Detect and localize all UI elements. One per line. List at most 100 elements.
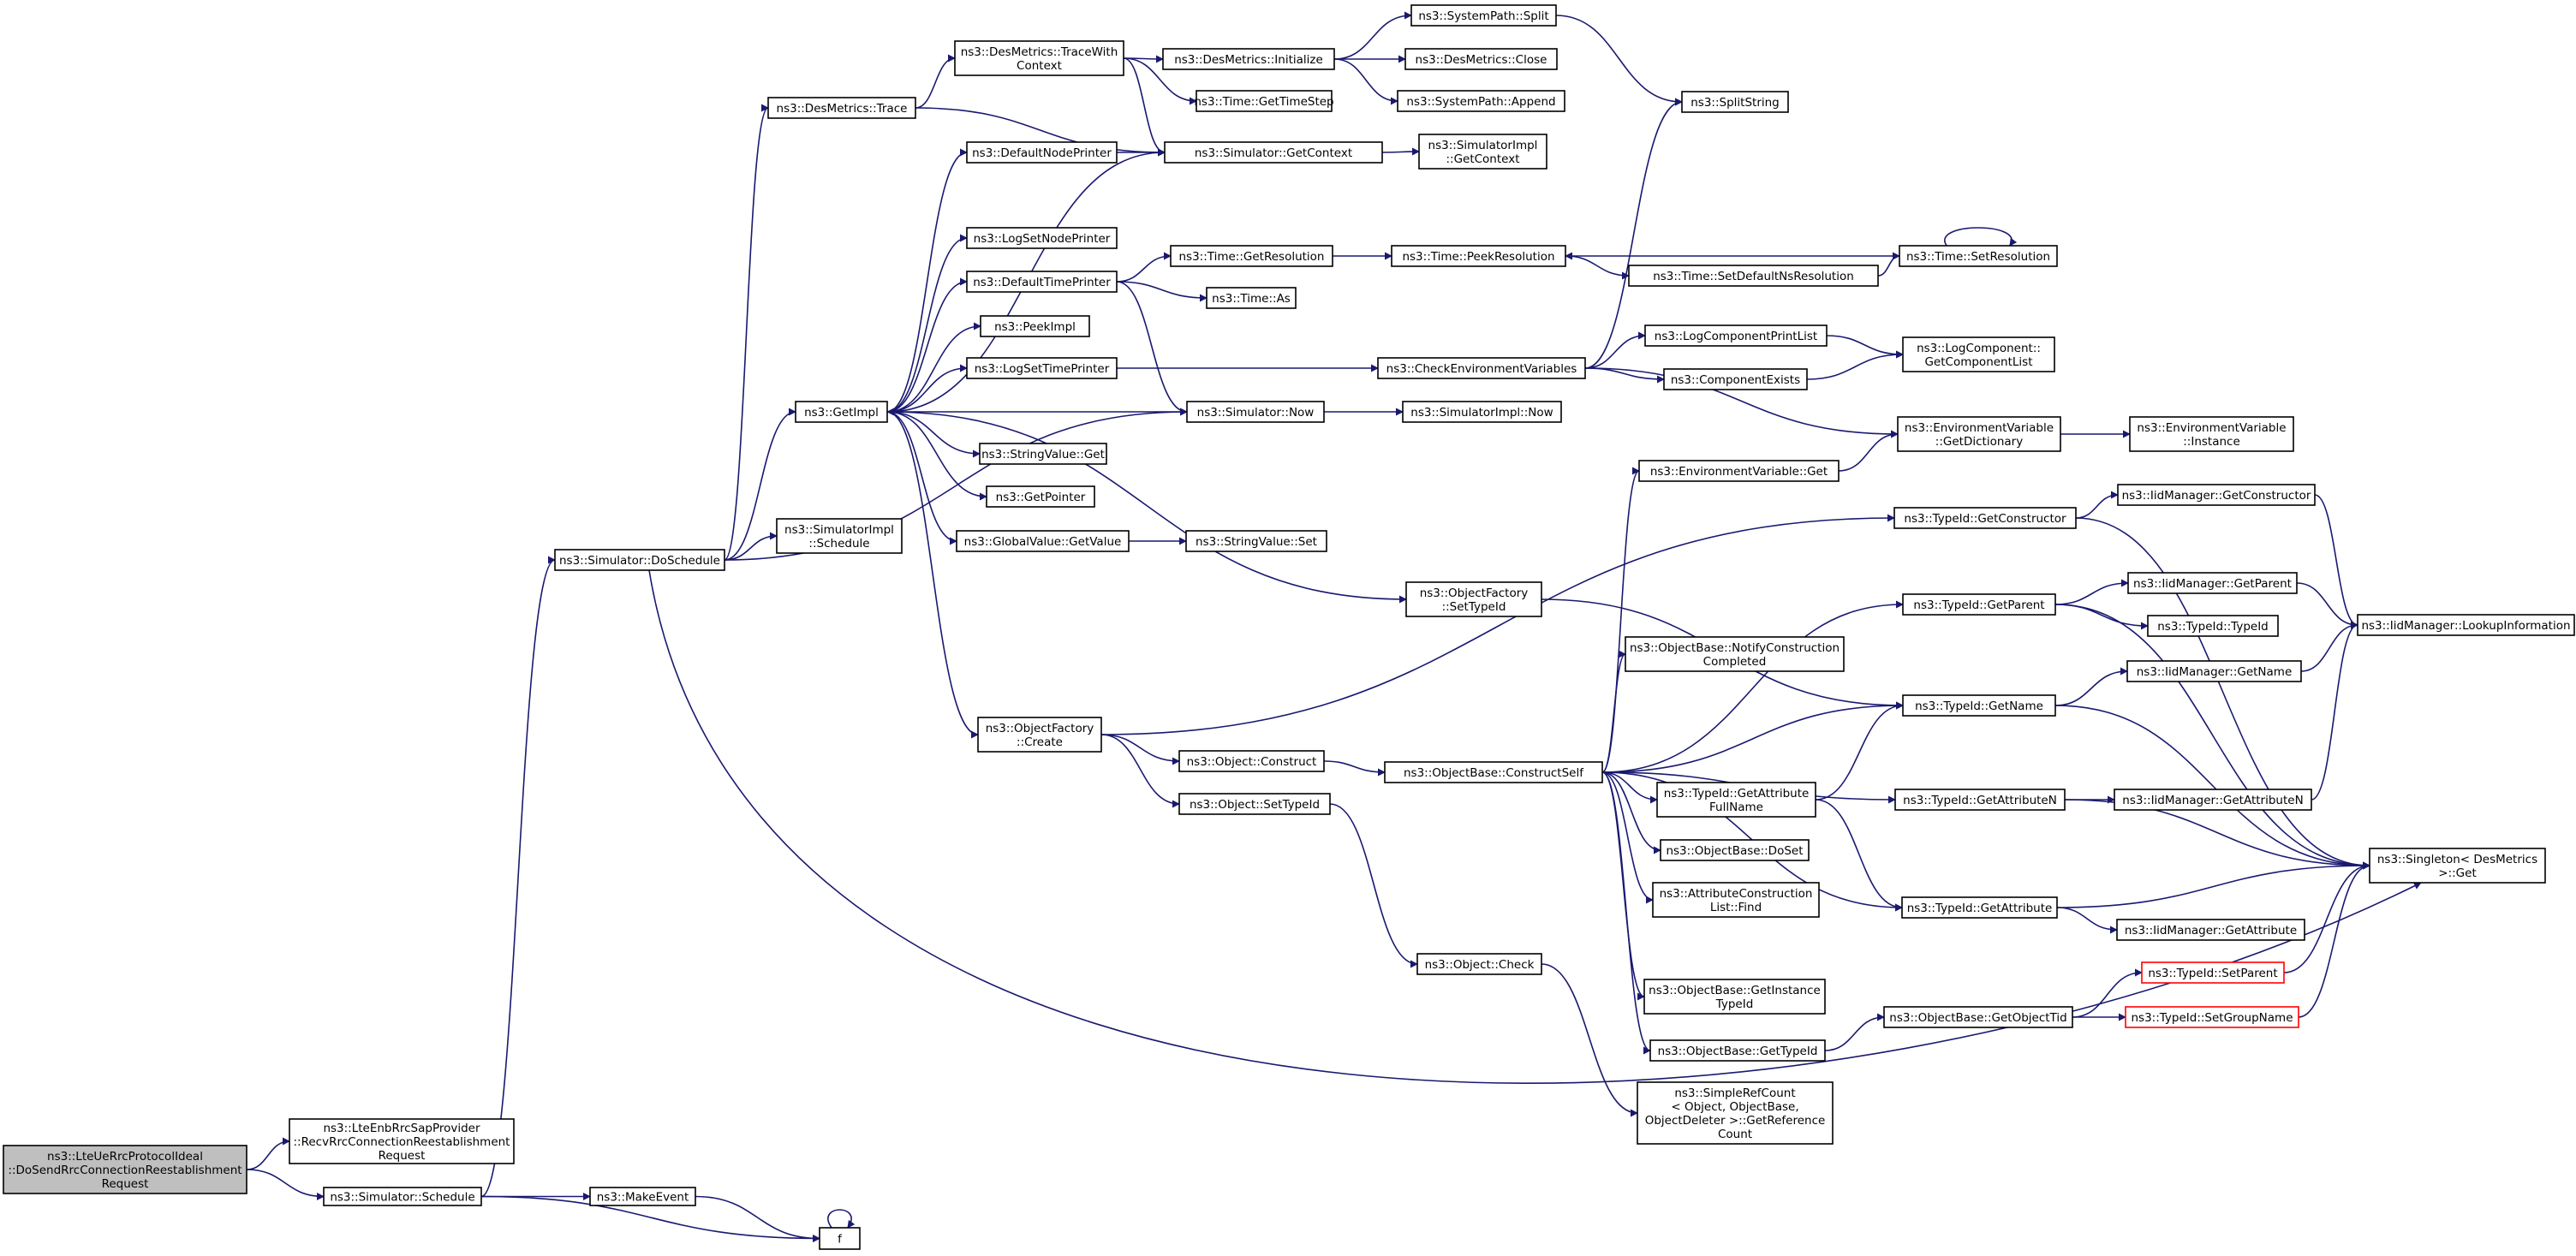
function-node-env-var-instance[interactable]: ns3::EnvironmentVariable::Instance — [2129, 416, 2294, 452]
function-node-check-env-vars[interactable]: ns3::CheckEnvironmentVariables — [1377, 357, 1586, 379]
node-box — [1625, 636, 1845, 672]
function-node-iid-get-constructor[interactable]: ns3::IidManager::GetConstructor — [2117, 484, 2316, 506]
function-node-iid-lookup-information[interactable]: ns3::IidManager::LookupInformation — [2357, 614, 2575, 636]
call-edge — [480, 1195, 820, 1242]
function-node-env-var-get[interactable]: ns3::EnvironmentVariable::Get — [1638, 460, 1840, 482]
node-label: ns3::StringValue::Get — [981, 448, 1105, 461]
function-node-log-set-node-printer[interactable]: ns3::LogSetNodePrinter — [966, 227, 1118, 249]
function-node-object-factory-create[interactable]: ns3::ObjectFactory::Create — [977, 717, 1102, 753]
function-node-object-construct[interactable]: ns3::Object::Construct — [1178, 750, 1325, 772]
function-node-sim-impl-get-context[interactable]: ns3::SimulatorImpl::GetContext — [1418, 134, 1547, 170]
function-node-simple-ref-count[interactable]: ns3::SimpleRefCount< Object, ObjectBase,… — [1637, 1081, 1834, 1145]
call-edge — [1824, 1013, 1885, 1051]
function-node-time-get-resolution[interactable]: ns3::Time::GetResolution — [1170, 245, 1333, 267]
node-box — [2357, 614, 2575, 636]
function-node-type-id-get-attribute[interactable]: ns3::TypeId::GetAttribute — [1901, 896, 2058, 919]
call-edge — [2054, 579, 2129, 605]
function-node-global-value-get-value[interactable]: ns3::GlobalValue::GetValue — [956, 530, 1130, 552]
function-node-type-id-type-id[interactable]: ns3::TypeId::TypeId — [2147, 615, 2279, 637]
function-node-root[interactable]: ns3::LteUeRrcProtocolIdeal::DoSendRrcCon… — [3, 1145, 247, 1194]
node-box — [323, 1187, 482, 1206]
function-node-time-set-resolution[interactable]: ns3::Time::SetResolution — [1899, 245, 2058, 267]
function-node-sim-impl-now[interactable]: ns3::SimulatorImpl::Now — [1402, 401, 1562, 423]
function-node-type-id-set-group-name[interactable]: ns3::TypeId::SetGroupName — [2125, 1006, 2299, 1028]
call-edge — [886, 411, 1407, 604]
function-node-make-event[interactable]: ns3::MakeEvent — [589, 1187, 696, 1206]
function-node-type-id-get-name[interactable]: ns3::TypeId::GetName — [1902, 694, 2056, 717]
function-node-sim-get-context[interactable]: ns3::Simulator::GetContext — [1164, 141, 1383, 164]
function-node-f[interactable]: f — [819, 1227, 861, 1250]
node-box — [986, 485, 1095, 508]
function-node-log-component-print-list[interactable]: ns3::LogComponentPrintList — [1644, 324, 1828, 347]
function-node-do-schedule[interactable]: ns3::Simulator::DoSchedule — [554, 549, 725, 571]
call-edge — [695, 1195, 820, 1242]
function-node-type-id-get-constructor[interactable]: ns3::TypeId::GetConstructor — [1893, 507, 2077, 529]
function-node-type-id-get-attribute-n[interactable]: ns3::TypeId::GetAttributeN — [1894, 789, 2066, 811]
function-node-object-base-get-type-id[interactable]: ns3::ObjectBase::GetTypeId — [1649, 1039, 1826, 1062]
function-node-type-id-get-parent[interactable]: ns3::TypeId::GetParent — [1902, 593, 2056, 616]
function-node-get-impl[interactable]: ns3::GetImpl — [795, 401, 888, 423]
function-node-construct-self[interactable]: ns3::ObjectBase::ConstructSelf — [1384, 761, 1603, 783]
function-node-object-check[interactable]: ns3::Object::Check — [1416, 953, 1542, 975]
node-label: ns3::LogSetTimePrinter — [975, 362, 1110, 376]
node-label: ns3::SimulatorImpl — [1428, 139, 1538, 152]
function-node-iid-get-attribute[interactable]: ns3::IidManager::GetAttribute — [2116, 919, 2305, 941]
function-node-split-string[interactable]: ns3::SplitString — [1681, 91, 1789, 113]
function-node-peek-impl[interactable]: ns3::PeekImpl — [980, 315, 1090, 337]
node-box — [2147, 615, 2279, 637]
function-node-component-exists[interactable]: ns3::ComponentExists — [1663, 368, 1808, 390]
function-node-log-set-time-printer[interactable]: ns3::LogSetTimePrinter — [966, 357, 1118, 379]
function-node-object-set-type-id[interactable]: ns3::Object::SetTypeId — [1178, 793, 1331, 815]
node-label: ns3::Time::As — [1212, 292, 1291, 306]
function-node-sim-impl-schedule[interactable]: ns3::SimulatorImpl::Schedule — [776, 518, 903, 554]
function-node-iid-get-name[interactable]: ns3::IidManager::GetName — [2126, 660, 2302, 682]
function-node-iid-get-parent[interactable]: ns3::IidManager::GetParent — [2127, 572, 2298, 594]
function-node-des-initialize[interactable]: ns3::DesMetrics::Initialize — [1162, 48, 1335, 70]
function-node-object-factory-set-type-id[interactable]: ns3::ObjectFactory::SetTypeId — [1405, 581, 1542, 617]
node-label: ns3::CheckEnvironmentVariables — [1386, 362, 1577, 376]
function-node-env-var-get-dictionary[interactable]: ns3::EnvironmentVariable::GetDictionary — [1897, 416, 2061, 452]
function-node-type-id-set-parent[interactable]: ns3::TypeId::SetParent — [2141, 961, 2285, 984]
call-edge — [724, 408, 796, 561]
call-edge — [1601, 701, 1904, 773]
function-node-time-get-time-step[interactable]: ns3::Time::GetTimeStep — [1194, 90, 1334, 112]
function-node-sim-schedule[interactable]: ns3::Simulator::Schedule — [323, 1187, 482, 1206]
function-node-singleton-get[interactable]: ns3::Singleton< DesMetrics>::Get — [2369, 848, 2546, 884]
node-box — [1638, 460, 1840, 482]
function-node-string-value-set[interactable]: ns3::StringValue::Set — [1185, 530, 1327, 552]
function-node-system-path-split[interactable]: ns3::SystemPath::Split — [1410, 4, 1557, 27]
function-node-time-set-default-ns-res[interactable]: ns3::Time::SetDefaultNsResolution — [1628, 265, 1879, 287]
function-node-default-node-printer[interactable]: ns3::DefaultNodePrinter — [966, 141, 1118, 164]
node-label: ns3::Object::Check — [1425, 958, 1535, 972]
function-node-des-trace[interactable]: ns3::DesMetrics::Trace — [767, 97, 916, 119]
node-label: ns3::ObjectFactory — [1420, 586, 1529, 600]
function-node-log-component-get-component-list[interactable]: ns3::LogComponent::GetComponentList — [1902, 336, 2055, 372]
node-label: ns3::LogSetNodePrinter — [974, 232, 1111, 246]
node-label: List::Find — [1710, 901, 1762, 914]
call-edge — [1815, 799, 1903, 912]
node-label: ns3::GetPointer — [996, 491, 1086, 504]
call-edge — [1541, 963, 1638, 1117]
function-node-get-pointer[interactable]: ns3::GetPointer — [986, 485, 1095, 508]
function-node-des-close[interactable]: ns3::DesMetrics::Close — [1404, 48, 1558, 70]
function-node-string-value-get[interactable]: ns3::StringValue::Get — [979, 443, 1107, 465]
call-edge — [2283, 861, 2370, 973]
function-node-recv-rrc[interactable]: ns3::LteEnbRrcSapProvider::RecvRrcConnec… — [289, 1118, 515, 1164]
function-node-time-peek-resolution[interactable]: ns3::Time::PeekResolution — [1391, 245, 1566, 267]
node-label: ns3::TypeId::TypeId — [2157, 620, 2269, 634]
node-box — [980, 315, 1090, 337]
function-node-system-path-append[interactable]: ns3::SystemPath::Append — [1397, 90, 1565, 112]
function-node-default-time-printer[interactable]: ns3::DefaultTimePrinter — [966, 271, 1118, 293]
node-box — [1644, 324, 1828, 347]
function-node-time-as[interactable]: ns3::Time::As — [1206, 287, 1297, 309]
function-node-iid-get-attribute-n[interactable]: ns3::IidManager::GetAttributeN — [2114, 789, 2312, 811]
function-node-get-object-tid[interactable]: ns3::ObjectBase::GetObjectTid — [1883, 1006, 2073, 1028]
function-node-notify-construction-completed[interactable]: ns3::ObjectBase::NotifyConstructionCompl… — [1625, 636, 1845, 672]
function-node-sim-now[interactable]: ns3::Simulator::Now — [1186, 401, 1325, 423]
function-node-object-base-do-set[interactable]: ns3::ObjectBase::DoSet — [1660, 839, 1810, 861]
call-edge — [1116, 281, 1208, 302]
